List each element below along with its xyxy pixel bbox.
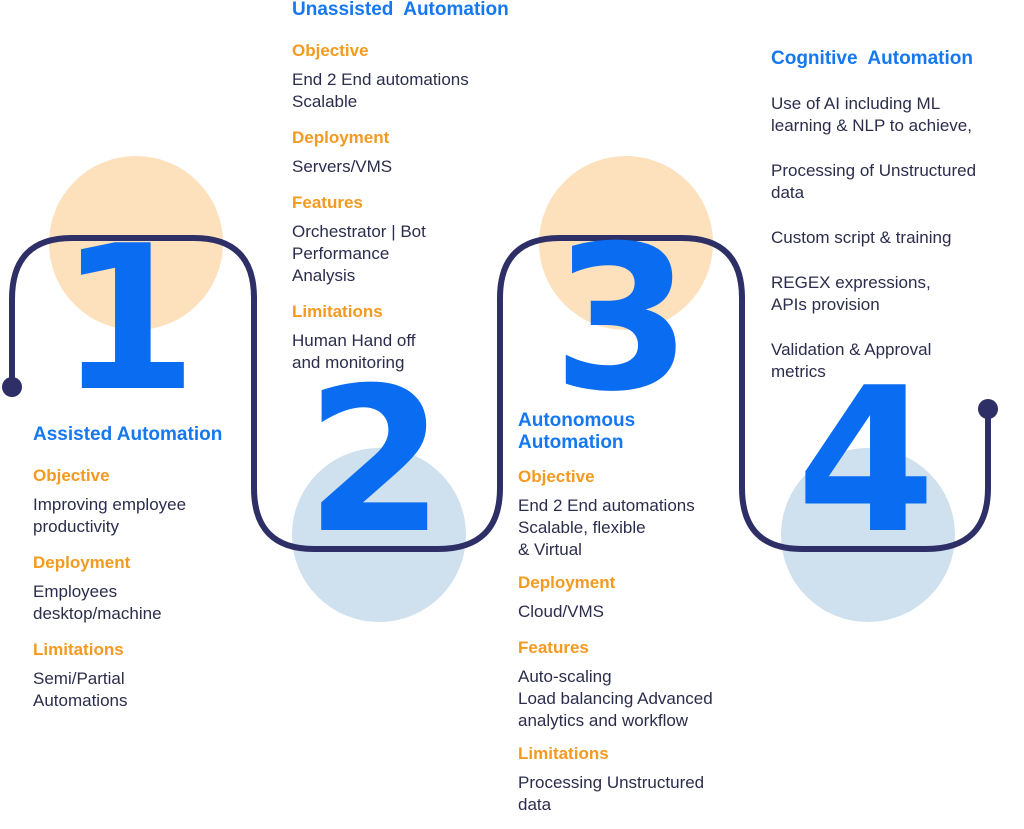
- stage-title: Autonomous Automation: [518, 410, 636, 453]
- stage-4-cognitive: Cognitive Automation Use of AI including…: [771, 48, 1021, 383]
- section-label: Objective: [292, 41, 369, 60]
- stage-1-assisted: Assisted Automation Objective Improving …: [33, 424, 273, 712]
- section-line: REGEX expressions,: [771, 273, 931, 292]
- section-line: Auto-scaling: [518, 667, 612, 686]
- path-start-dot: [2, 377, 22, 397]
- circle-stage-4: [781, 448, 955, 622]
- section-label: Objective: [518, 467, 595, 486]
- section-line: Processing of Unstructured: [771, 161, 977, 180]
- section-line: Processing Unstructured: [518, 773, 705, 792]
- section-line: metrics: [771, 362, 826, 381]
- path-end-dot: [978, 399, 998, 419]
- section-line: Automations: [33, 691, 128, 710]
- circle-stage-2: [292, 448, 466, 622]
- section-line: analytics and workflow: [518, 711, 689, 730]
- section-line: Scalable: [292, 92, 358, 111]
- section-line: Employees: [33, 582, 118, 601]
- number-2: 2: [305, 345, 444, 578]
- section-line: Performance: [292, 244, 390, 263]
- section-line: Cloud/VMS: [518, 602, 604, 621]
- section-line: Scalable, flexible: [518, 518, 646, 537]
- section-label: Features: [518, 638, 589, 657]
- section-label: Limitations: [518, 744, 609, 763]
- section-label: Objective: [33, 466, 110, 485]
- circle-stage-3: [539, 156, 713, 330]
- stage-title: Cognitive Automation: [771, 48, 973, 69]
- section-line: Orchestrator | Bot: [292, 222, 426, 241]
- section-label: Deployment: [518, 573, 616, 592]
- section-line: data: [518, 795, 552, 814]
- circle-stage-1: [49, 156, 223, 330]
- section-line: Improving employee: [33, 495, 187, 514]
- section-label: Deployment: [33, 553, 131, 572]
- section-line: Custom script & training: [771, 228, 952, 247]
- section-line: productivity: [33, 517, 119, 536]
- section-label: Features: [292, 193, 363, 212]
- section-line: & Virtual: [518, 540, 582, 559]
- section-line: desktop/machine: [33, 604, 162, 623]
- section-line: Use of AI including ML: [771, 94, 941, 113]
- section-line: End 2 End automations: [292, 70, 469, 89]
- section-line: APIs provision: [771, 295, 880, 314]
- number-3: 3: [552, 203, 691, 436]
- section-line: End 2 End automations: [518, 496, 695, 515]
- section-label: Limitations: [292, 302, 383, 321]
- number-4: 4: [796, 345, 935, 578]
- section-label: Limitations: [33, 640, 124, 659]
- stage-2-unassisted: Unassisted Automation Objective End 2 En…: [292, 0, 552, 374]
- section-line: Human Hand off: [292, 331, 416, 350]
- section-line: learning & NLP to achieve,: [771, 116, 972, 135]
- stage-title: Assisted Automation: [33, 424, 223, 445]
- roadmap-path: [9, 235, 991, 552]
- section-line: data: [771, 183, 805, 202]
- section-line: and monitoring: [292, 353, 405, 372]
- stage-3-autonomous: Autonomous Automation Objective End 2 En…: [518, 410, 778, 816]
- section-line: Analysis: [292, 266, 356, 285]
- section-line: Load balancing Advanced: [518, 689, 713, 708]
- stage-title: Unassisted Automation: [292, 0, 509, 20]
- section-label: Deployment: [292, 128, 390, 147]
- number-1: 1: [58, 203, 197, 436]
- section-line: Servers/VMS: [292, 157, 393, 176]
- section-line: Validation & Approval: [771, 340, 932, 359]
- section-line: Semi/Partial: [33, 669, 125, 688]
